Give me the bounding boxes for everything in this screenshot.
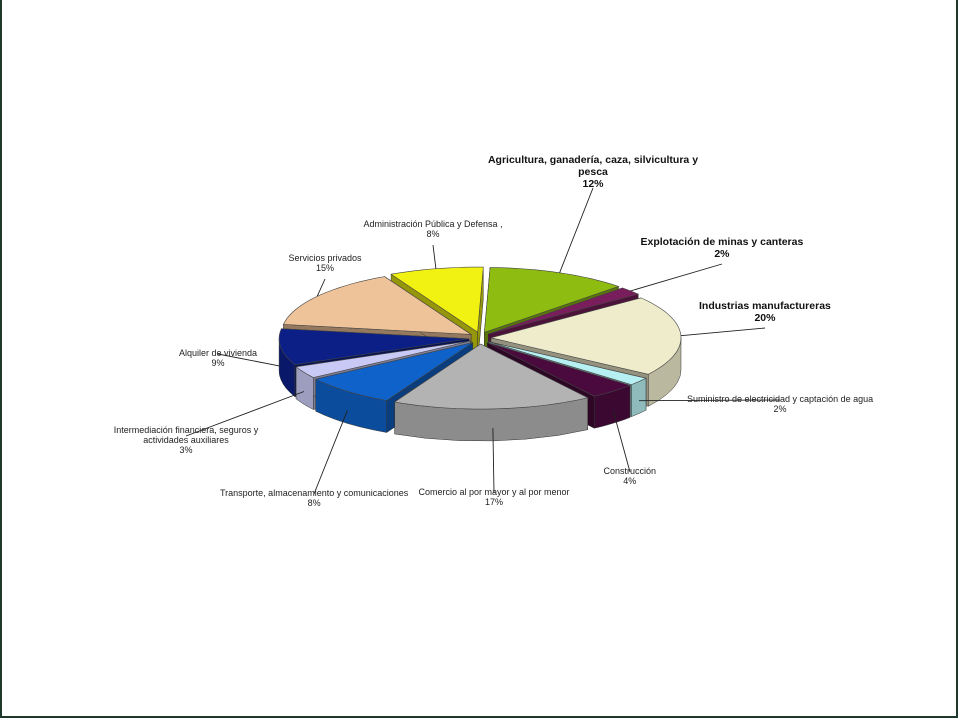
- leader-line-explotacion-de-minas-y-canteras: [630, 263, 723, 292]
- leader-line-alquiler-de-vivienda: [217, 353, 281, 367]
- label-name: Administración Pública y Defensa ,: [363, 219, 503, 229]
- label-name: Alquiler de vivienda: [179, 348, 258, 358]
- slice-transporte-almacenamiento-y-comunicaciones-top: [314, 342, 473, 401]
- leader-line-intermediacion-financiera-seguros-y-actividades-auxiliares: [185, 391, 305, 437]
- leader-line-suministro-de-electricidad-y-captacion-de-agua: [638, 399, 781, 402]
- label-name: Intermediación financiera, seguros y act…: [113, 425, 259, 445]
- label-percent: 8%: [426, 229, 440, 239]
- label-name: Explotación de minas y canteras: [640, 236, 804, 248]
- label-percent: 4%: [623, 476, 637, 486]
- leader-line-servicios-privados: [316, 278, 326, 297]
- label-name: Industrias manufactureras: [699, 300, 831, 312]
- label-percent: 15%: [316, 263, 335, 273]
- leader-line-construccion: [612, 410, 631, 473]
- label-percent: 12%: [582, 178, 604, 190]
- label-name: Construcción: [603, 466, 657, 476]
- leader-line-industrias-manufactureras: [680, 327, 766, 337]
- label-percent: 2%: [714, 248, 730, 260]
- slice-comercio-al-por-mayor-y-al-por-menor-top: [393, 343, 589, 410]
- leader-line-administracion-publica-y-defensa: [432, 244, 437, 269]
- slice-alquiler-de-vivienda-top: [278, 328, 470, 366]
- label-name: Transporte, almacenamiento y comunicacio…: [220, 488, 409, 498]
- label-name: Comercio al por mayor y al por menor: [418, 487, 570, 497]
- label-percent: 2%: [773, 404, 787, 414]
- slice-suministro-de-electricidad-y-captacion-de-agua-top: [488, 341, 647, 385]
- label-name: Suministro de electricidad y captación d…: [687, 394, 874, 404]
- leader-line-agricultura-ganaderia-caza-silvicultura-y-pesca: [559, 187, 594, 273]
- label-suministro-de-electricidad-y-captacion-de-agua: Suministro de electricidad y captación d…: [687, 394, 873, 414]
- slice-comercio-al-por-mayor-y-al-por-menor: [393, 343, 589, 442]
- label-agricultura-ganaderia-caza-silvicultura-y-pesca: Agricultura, ganadería, caza, silvicultu…: [483, 154, 703, 190]
- slice-intermediacion-financiera-seguros-y-actividades-auxiliares-top: [295, 340, 471, 378]
- leader-line-comercio-al-por-mayor-y-al-por-menor: [492, 428, 495, 494]
- label-transporte-almacenamiento-y-comunicaciones: Transporte, almacenamiento y comunicacio…: [220, 488, 408, 508]
- label-administracion-publica-y-defensa: Administración Pública y Defensa ,8%: [364, 219, 503, 239]
- label-percent: 20%: [754, 312, 776, 324]
- label-percent: 3%: [179, 445, 193, 455]
- label-percent: 8%: [307, 498, 321, 508]
- label-percent: 9%: [211, 358, 225, 368]
- label-percent: 17%: [485, 497, 504, 507]
- label-name: Agricultura, ganadería, caza, silvicultu…: [487, 154, 699, 178]
- label-intermediacion-financiera-seguros-y-actividades-auxiliares: Intermediación financiera, seguros y act…: [101, 425, 271, 455]
- label-name: Servicios privados: [288, 253, 362, 263]
- slice-construccion-top: [487, 342, 631, 397]
- leader-line-transporte-almacenamiento-y-comunicaciones: [313, 410, 348, 495]
